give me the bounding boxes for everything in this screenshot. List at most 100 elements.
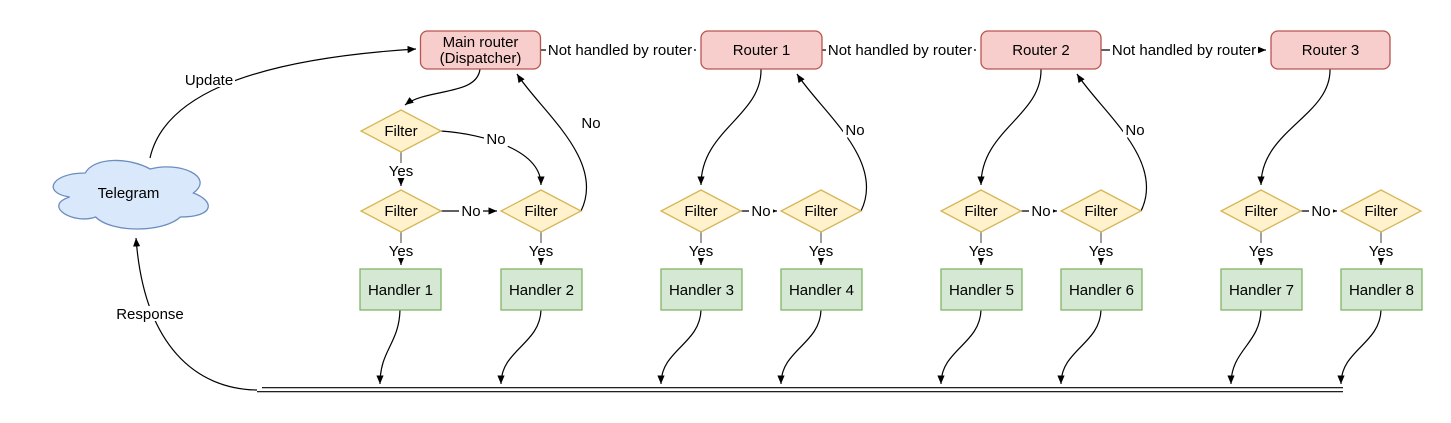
edge-handler2-to-bus [497,309,542,385]
filter9-label: Filter [1364,203,1397,220]
handler8-node: Handler 8 [1340,268,1423,311]
filter7-label: Filter [1084,203,1117,220]
filter5-node: Filter [779,189,863,233]
yes-label-filter2: Yes [389,243,413,260]
edge-handler3-to-bus [657,309,702,385]
label-bg [1367,243,1395,258]
handler4-label: Handler 4 [789,282,854,299]
label-bg [527,243,555,258]
filter8-diamond [1219,189,1303,233]
yes-label-filter9: Yes [1369,243,1393,260]
label-bg [807,243,835,258]
dispatcher-label-line1: Main router [443,34,519,51]
edge-filter5-no-router1 [796,73,868,212]
not-handled-label-3: Not handled by router [1112,42,1256,59]
edge-label-backgrounds [113,42,1395,321]
label-bg [459,203,483,219]
label-bg [1029,203,1053,219]
filter3-diamond [499,189,583,233]
edge-handler5-to-bus [937,309,982,385]
dispatcher-node: Main router (Dispatcher) [419,30,542,70]
filter4-label: Filter [684,203,717,220]
label-bg [1087,243,1115,258]
handler2-node: Handler 2 [500,268,583,311]
handler4-node: Handler 4 [780,268,863,311]
yes-label-filter5: Yes [809,243,833,260]
dispatcher-label-line2: (Dispatcher) [440,50,522,67]
edge-dispatcher-to-filter1 [404,68,481,106]
filter1-diamond [359,109,443,153]
not-handled-label-2: Not handled by router [828,42,972,59]
filter1-label: Filter [384,123,417,140]
handler2-label: Handler 2 [509,282,574,299]
label-bg [183,72,235,87]
filter1-node: Filter [359,109,443,153]
router1-node: Router 1 [700,30,823,70]
label-bg [579,115,603,131]
router2-label: Router 2 [1012,42,1070,59]
filter2-node: Filter [359,189,443,233]
nodes-layer: Telegram Main router (Dispatcher) Router… [52,30,1423,311]
response-edge-label: Response [116,306,184,323]
label-bg [687,243,715,258]
no-label-filter2-filter3: No [461,203,480,220]
filter3-label: Filter [524,203,557,220]
handler7-box [1220,268,1303,311]
edge-handler4-to-bus [777,309,822,385]
yes-label-filter7: Yes [1089,243,1113,260]
label-bg [1247,243,1275,258]
handler4-box [780,268,863,311]
handler3-box [660,268,743,311]
edge-labels-layer: Update Response Not handled by router No… [116,42,1393,323]
dispatcher-box [419,30,542,70]
filter6-node: Filter [939,189,1023,233]
router1-label: Router 1 [733,42,791,59]
router2-node: Router 2 [980,30,1102,70]
edges-layer [133,45,1385,393]
router3-box [1270,30,1391,70]
handler8-label: Handler 8 [1349,282,1414,299]
filter5-label: Filter [804,203,837,220]
edge-handler1-to-bus [376,309,401,385]
handler6-label: Handler 6 [1069,282,1134,299]
filter5-diamond [779,189,863,233]
edge-filter3-no-dispatcher [516,73,588,212]
edge-stubs-layer [400,152,1382,245]
telegram-label: Telegram [98,185,160,202]
label-bg [1110,42,1258,58]
filter3-node: Filter [499,189,583,233]
label-bg [387,163,415,178]
telegram-cloud-node: Telegram [52,159,209,230]
label-bg [1123,122,1147,138]
label-bg [113,306,187,321]
router3-label: Router 3 [1302,42,1360,59]
handler1-node: Handler 1 [359,268,442,311]
no-label-filter4-filter5: No [751,203,770,220]
edge-handler6-to-bus [1057,309,1102,385]
handler3-label: Handler 3 [669,282,734,299]
no-label-filter8-filter9: No [1311,203,1330,220]
handler1-box [359,268,442,311]
filter6-label: Filter [964,203,997,220]
edge-router2-to-filter6 [977,68,1042,186]
label-bg [749,203,773,219]
cloud-icon [52,159,209,230]
filter2-diamond [359,189,443,233]
not-handled-label-1: Not handled by router [548,42,692,59]
edge-router1-to-filter4 [697,68,762,186]
router3-node: Router 3 [1270,30,1391,70]
yes-label-filter3: Yes [529,243,553,260]
filter6-diamond [939,189,1023,233]
handler5-box [940,268,1023,311]
edge-filter7-no-router2 [1076,73,1148,212]
update-edge-label: Update [185,72,233,89]
handler8-box [1340,268,1423,311]
label-bg [387,243,415,258]
no-label-filter3-dispatcher: No [581,115,600,132]
handler3-node: Handler 3 [660,268,743,311]
yes-label-filter6: Yes [969,243,993,260]
yes-label-filter1: Yes [389,163,413,180]
filter4-node: Filter [659,189,743,233]
